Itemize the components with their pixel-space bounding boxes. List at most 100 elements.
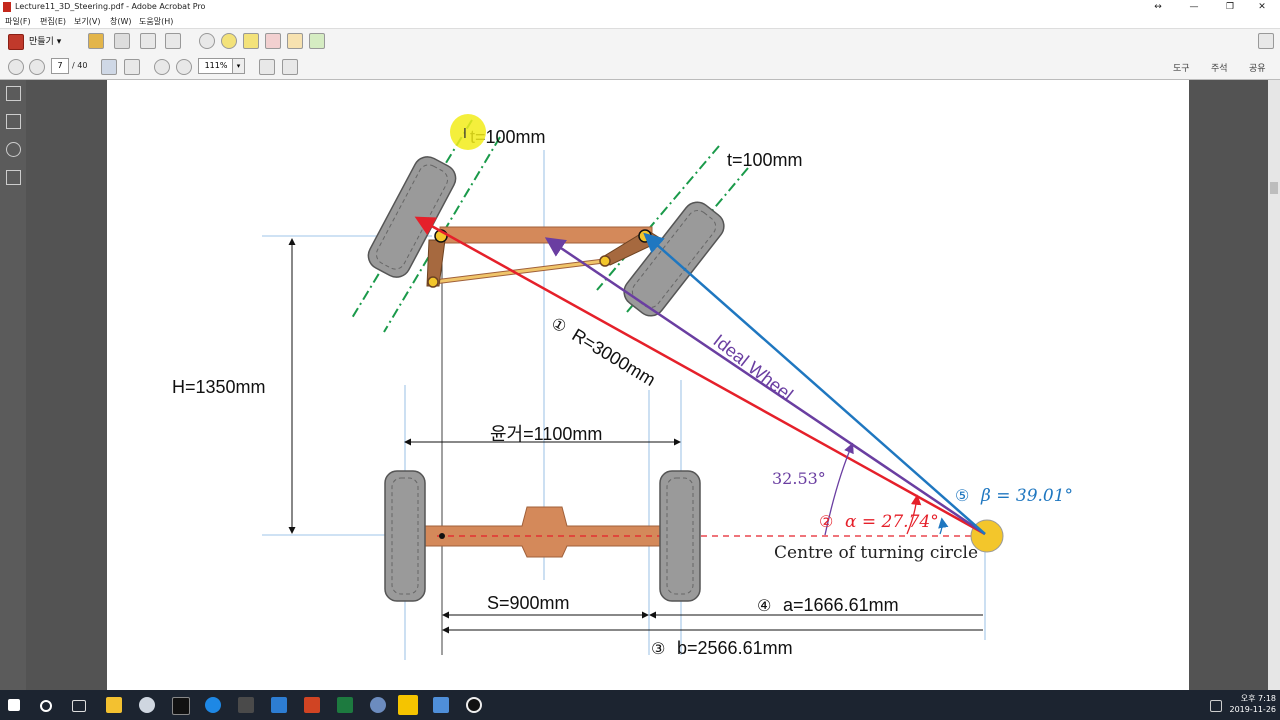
file-explorer-icon[interactable] xyxy=(106,697,122,713)
email-icon[interactable] xyxy=(165,33,181,49)
main-toolbar xyxy=(0,28,1280,56)
signatures-panel-icon[interactable] xyxy=(6,170,21,185)
rear-right-tire xyxy=(659,470,701,602)
t-right-label: t=100mm xyxy=(727,150,803,170)
steering-diagram: t=100mm t=100mm H=1350mm 윤거=1100mm ① R=3… xyxy=(172,114,1073,660)
pen-icon[interactable] xyxy=(1210,700,1222,712)
task-view-icon[interactable] xyxy=(72,700,86,712)
rear-axle xyxy=(424,506,663,558)
next-page-icon[interactable] xyxy=(29,59,45,75)
restore-button[interactable]: ❐ xyxy=(1225,2,1235,12)
navigation-toolbar xyxy=(0,54,1280,80)
page-number-input[interactable]: 7 xyxy=(51,58,69,74)
prev-page-icon[interactable] xyxy=(8,59,24,75)
alpha-number: ② xyxy=(819,512,833,531)
left-tierod-joint xyxy=(427,276,439,288)
attachments-panel-icon[interactable] xyxy=(6,142,21,157)
menu-file[interactable]: 파일(F) xyxy=(5,17,31,26)
pdf-page xyxy=(107,80,1189,690)
text-cursor-icon: I xyxy=(463,127,467,142)
menu-bar: 파일(F) 편집(E) 보기(V) 창(W) 도움말(H) xyxy=(0,14,1280,28)
tools-link[interactable]: 도구 xyxy=(1173,64,1190,74)
bookmarks-panel-icon[interactable] xyxy=(6,114,21,129)
r-label-group: ① R=3000mm xyxy=(548,315,659,390)
menu-edit[interactable]: 편집(E) xyxy=(40,17,67,26)
edge-icon[interactable] xyxy=(205,697,221,713)
vertical-scrollbar[interactable] xyxy=(1268,80,1280,690)
scrollbar-thumb[interactable] xyxy=(1270,182,1278,194)
r-number: ① xyxy=(548,315,569,337)
b-label: b=2566.61mm xyxy=(677,638,793,658)
powerpoint-icon[interactable] xyxy=(304,697,320,713)
resize-icon[interactable]: ↔ xyxy=(1154,2,1162,12)
r-label: R=3000mm xyxy=(569,325,659,390)
alpha-label: α = 27.74° xyxy=(845,512,939,532)
centre-label: Centre of turning circle xyxy=(774,543,978,563)
pages-panel-icon[interactable] xyxy=(6,86,21,101)
s-label: S=900mm xyxy=(487,593,570,613)
excel-icon[interactable] xyxy=(337,697,353,713)
windows-start-icon[interactable] xyxy=(8,699,20,711)
comment-link[interactable]: 주석 xyxy=(1211,64,1228,74)
select-tool-icon[interactable] xyxy=(101,59,117,75)
create-icon xyxy=(8,34,24,50)
ideal-wheel-line xyxy=(544,237,986,536)
track-label: 윤거=1100mm xyxy=(490,424,602,444)
cursor-highlight xyxy=(450,114,486,150)
page-total: / 40 xyxy=(72,61,88,70)
highlight-icon[interactable] xyxy=(243,33,259,49)
app-icon-2[interactable] xyxy=(271,697,287,713)
zoom-out-icon[interactable] xyxy=(154,59,170,75)
record-icon[interactable] xyxy=(466,697,482,713)
gear-icon[interactable] xyxy=(199,33,215,49)
clock-date: 2019-11-26 xyxy=(1229,705,1277,714)
calculator-icon[interactable] xyxy=(238,697,254,713)
close-button[interactable]: ✕ xyxy=(1258,2,1266,12)
menu-help[interactable]: 도움말(H) xyxy=(139,17,174,26)
a-label: a=1666.61mm xyxy=(783,595,899,615)
kakaotalk-icon[interactable] xyxy=(398,695,418,715)
comment-icon[interactable] xyxy=(221,33,237,49)
menu-window[interactable]: 창(W) xyxy=(110,17,132,26)
fit-width-icon[interactable] xyxy=(259,59,275,75)
rear-axle-point xyxy=(439,533,445,539)
beta-number: ⑤ xyxy=(955,486,969,505)
redact-icon[interactable] xyxy=(265,33,281,49)
height-label: H=1350mm xyxy=(172,377,266,397)
wheel-plane-line-3 xyxy=(596,145,720,291)
a-number: ④ xyxy=(757,598,771,615)
minimize-button[interactable]: — xyxy=(1189,2,1199,12)
menu-view[interactable]: 보기(V) xyxy=(74,17,101,26)
print-icon[interactable] xyxy=(140,33,156,49)
zoom-dropdown-icon[interactable]: ▾ xyxy=(232,58,245,74)
app-icon-4[interactable] xyxy=(433,697,449,713)
window-title: Lecture11_3D_Steering.pdf - Adobe Acroba… xyxy=(15,2,206,11)
save-icon[interactable] xyxy=(114,33,130,49)
ideal-wheel-label: Ideal Wheel xyxy=(710,330,797,404)
fit-page-icon[interactable] xyxy=(282,59,298,75)
sign-icon[interactable] xyxy=(309,33,325,49)
rear-left-tire xyxy=(384,470,426,602)
share-link[interactable]: 공유 xyxy=(1249,64,1266,74)
expand-icon[interactable] xyxy=(1258,33,1274,49)
terminal-icon[interactable] xyxy=(172,697,190,715)
navigation-pane xyxy=(0,80,26,690)
front-axle xyxy=(439,226,653,244)
app-icon-1[interactable] xyxy=(139,697,155,713)
clock-time: 오후 7:18 xyxy=(1240,694,1276,703)
search-icon[interactable] xyxy=(40,700,52,712)
beta-angle-arc xyxy=(938,517,949,535)
clock[interactable]: 오후 7:18 2019-11-26 xyxy=(1224,693,1277,715)
create-button[interactable]: 만들기 ▾ xyxy=(29,37,62,47)
tie-rod xyxy=(433,259,605,284)
zoom-in-icon[interactable] xyxy=(176,59,192,75)
right-tierod-joint xyxy=(599,255,611,267)
app-icon-3[interactable] xyxy=(370,697,386,713)
hand-tool-icon[interactable] xyxy=(124,59,140,75)
b-number: ③ xyxy=(651,641,665,658)
front-left-tire xyxy=(367,156,457,278)
title-bar: Lecture11_3D_Steering.pdf - Adobe Acroba… xyxy=(0,0,1280,14)
zoom-input[interactable]: 111% xyxy=(198,58,234,74)
stamp-icon[interactable] xyxy=(287,33,303,49)
open-folder-icon[interactable] xyxy=(88,33,104,49)
